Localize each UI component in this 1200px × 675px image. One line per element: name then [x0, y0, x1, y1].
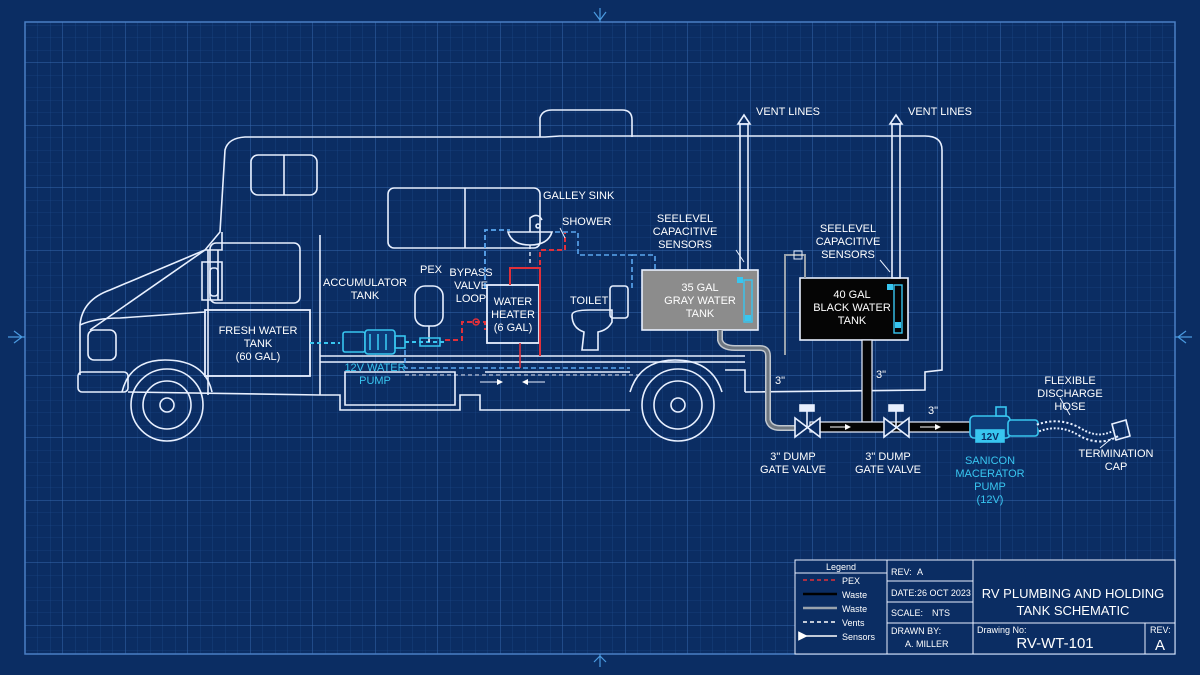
drawing-no-label: Drawing No: — [977, 625, 1027, 635]
date-value: 26 OCT 2023 — [917, 588, 971, 598]
accumulator-label-1: ACCUMULATOR — [323, 277, 407, 289]
rv-outline — [77, 109, 943, 411]
drawing-no: RV-WT-101 — [1016, 635, 1093, 652]
grid — [25, 22, 1175, 654]
accumulator-tank — [414, 285, 444, 347]
black-tank-label-3: TANK — [838, 315, 867, 327]
termination-cap — [1111, 419, 1131, 441]
dump-valve-1-label-1: 3" DUMP — [770, 451, 815, 463]
bypass-label-1: BYPASS — [449, 267, 492, 279]
hose-label-2: DISCHARGE — [1037, 388, 1102, 400]
gray-tank-label-2: GRAY WATER — [664, 295, 736, 307]
cold-supply-line — [404, 350, 630, 369]
heater-label-3: (6 GAL) — [494, 322, 533, 334]
pex-label: PEX — [420, 264, 443, 276]
sensors-black-label-3: SENSORS — [821, 249, 875, 261]
black-tank-label-2: BLACK WATER — [813, 302, 891, 314]
rev-value: A — [917, 567, 923, 577]
gray-tank-label-3: TANK — [686, 308, 715, 320]
title-line-1: RV PLUMBING AND HOLDING — [982, 586, 1165, 601]
sensors-black-label-2: CAPACITIVE — [816, 236, 881, 248]
macerator-pump — [969, 406, 1039, 443]
fresh-tank-label-2: TANK — [244, 338, 273, 350]
pipe-size-2: 3" — [876, 369, 886, 381]
fresh-tank-label-3: (60 GAL) — [236, 351, 281, 363]
scale-value: NTS — [932, 608, 950, 618]
sensors-black-label-1: SEELEVEL — [820, 223, 876, 235]
sensors-gray-label-2: CAPACITIVE — [653, 226, 718, 238]
shower-label: SHOWER — [562, 216, 612, 228]
macerator-badge: 12V — [981, 432, 999, 443]
gray-tank-label-1: 35 GAL — [681, 282, 718, 294]
drawn-value: A. MILLER — [905, 639, 949, 649]
macerator-label-2: MACERATOR — [955, 468, 1024, 480]
legend-label: Waste — [842, 590, 867, 600]
macerator-label-4: (12V) — [977, 494, 1004, 506]
accumulator-label-2: TANK — [351, 290, 380, 302]
title-line-2: TANK SCHEMATIC — [1017, 603, 1130, 618]
legend-title: Legend — [826, 562, 856, 572]
legend-label: PEX — [842, 576, 860, 586]
galley-sink-label: GALLEY SINK — [543, 190, 615, 202]
pump-label-1: 12V WATER — [344, 362, 405, 374]
drawn-label: DRAWN BY: — [891, 626, 941, 636]
legend-item: PEX — [803, 576, 860, 586]
heater-label-1: WATER — [494, 296, 533, 308]
hose-label-1: FLEXIBLE — [1044, 375, 1095, 387]
dump-valve-1 — [794, 404, 821, 439]
heater-label-2: HEATER — [491, 309, 535, 321]
dump-valve-2-label-2: GATE VALVE — [855, 464, 921, 476]
vent-lines — [736, 113, 904, 279]
legend-item: Waste — [803, 590, 867, 600]
legend-item: Waste — [803, 604, 867, 614]
sensors-gray-label-3: SENSORS — [658, 239, 712, 251]
water-pump — [342, 329, 406, 355]
cap-label-2: CAP — [1105, 461, 1128, 473]
leader-lines — [539, 198, 1113, 449]
rev2-label: REV: — [1150, 625, 1171, 635]
legend-label: Vents — [842, 618, 865, 628]
pump-label-2: PUMP — [359, 375, 391, 387]
fresh-tank-label-1: FRESH WATER — [219, 325, 298, 337]
legend-item: Vents — [803, 618, 865, 628]
legend-item: Sensors — [798, 631, 876, 642]
legend-label: Sensors — [842, 632, 876, 642]
macerator-label-1: SANICON — [965, 455, 1015, 467]
macerator-label-3: PUMP — [974, 481, 1006, 493]
dump-valve-2-label-1: 3" DUMP — [865, 451, 910, 463]
dump-valve-2 — [883, 404, 910, 439]
pex-hot-line — [539, 232, 566, 265]
vent-lines-label-2: VENT LINES — [908, 106, 972, 118]
dump-valve-1-label-2: GATE VALVE — [760, 464, 826, 476]
pex-to-heater — [445, 321, 486, 341]
scale-label: SCALE: — [891, 608, 923, 618]
pipe-size-1: 3" — [775, 375, 785, 387]
rev2-value: A — [1155, 637, 1165, 654]
legend-label: Waste — [842, 604, 867, 614]
rev-label: REV: — [891, 567, 912, 577]
date-label: DATE: — [891, 588, 917, 598]
toilet-label: TOILET — [570, 295, 609, 307]
toilet — [571, 285, 629, 351]
bypass-label-2: VALVE — [454, 280, 488, 292]
pipe-size-3: 3" — [928, 405, 938, 417]
hose-label-3: HOSE — [1054, 401, 1085, 413]
bypass-label-3: LOOP — [456, 293, 487, 305]
sensors-gray-label-1: SEELEVEL — [657, 213, 713, 225]
black-tank-label-1: 40 GAL — [833, 289, 870, 301]
center-marks — [8, 8, 1192, 667]
title-block — [794, 559, 1176, 655]
vent-lines-label-1: VENT LINES — [756, 106, 820, 118]
cap-label-1: TERMINATION — [1079, 448, 1154, 460]
